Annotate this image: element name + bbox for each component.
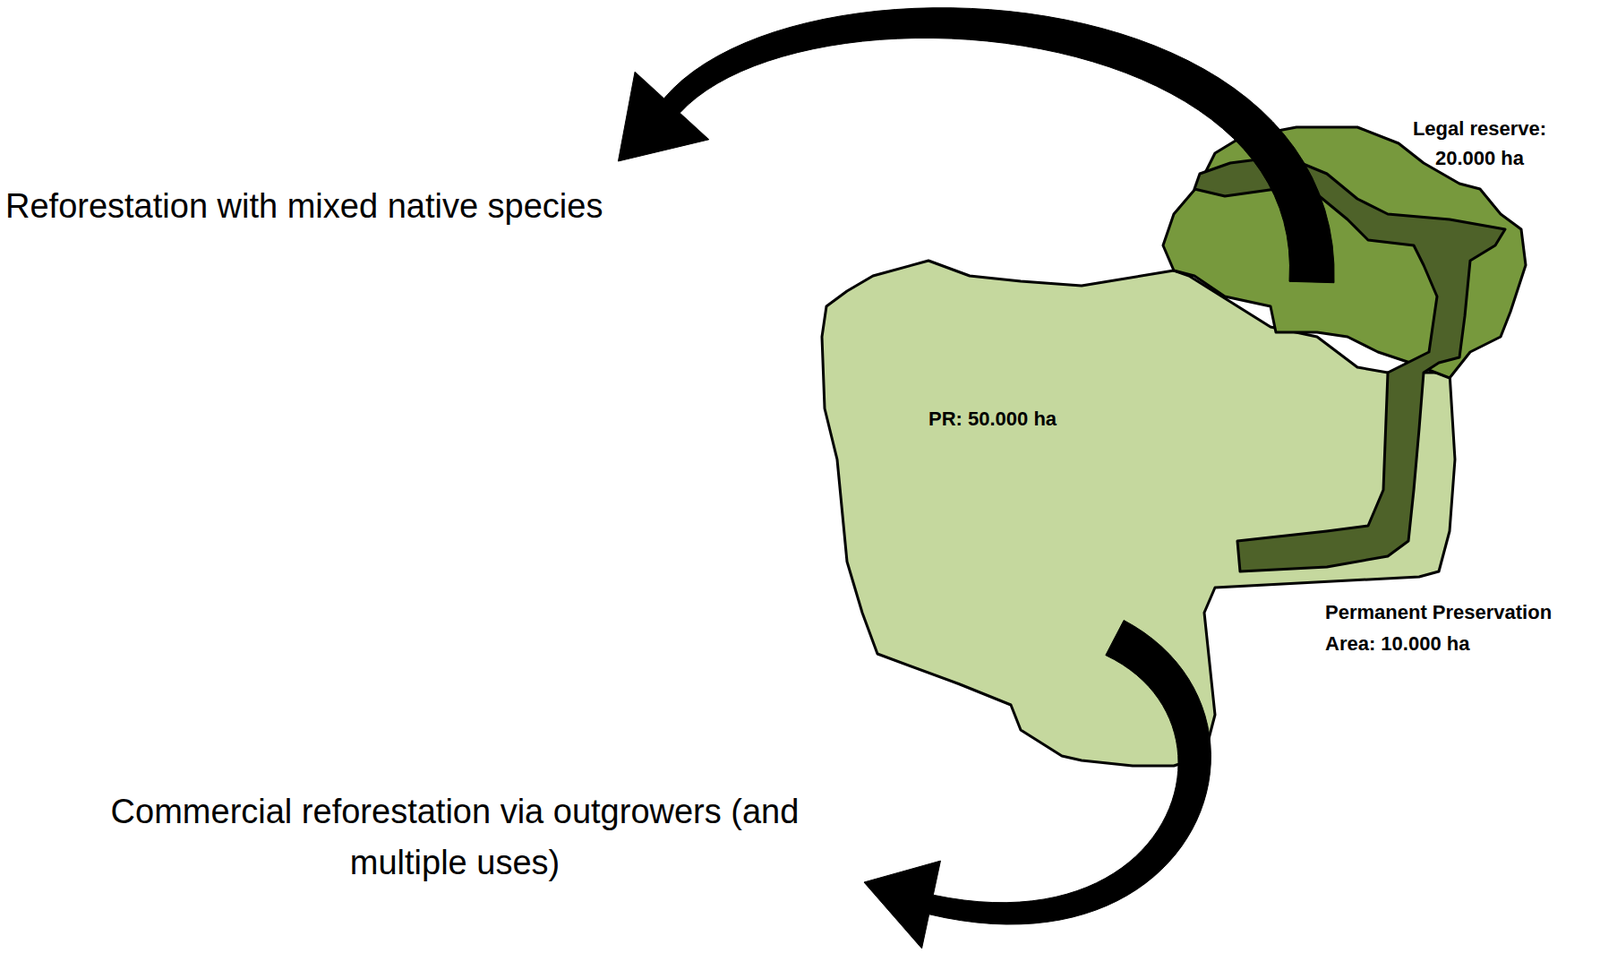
- caption-text: Commercial reforestation via outgrowers …: [101, 786, 809, 889]
- commercial-reforestation-label: Commercial reforestation via outgrowers …: [101, 786, 809, 889]
- native-reforestation-label: Reforestation with mixed native species: [5, 186, 603, 228]
- region-outline: [1160, 105, 1568, 380]
- region-shape: [1194, 158, 1506, 572]
- region-outline: [1190, 155, 1599, 658]
- curved-arrow: [864, 619, 1211, 948]
- area-label: Permanent Preservation Area: 10.000 ha: [1325, 596, 1594, 659]
- area-label: PR: 50.000 ha: [928, 406, 1057, 433]
- legal-reserve-region: Legal reserve: 20.000 ha: [1160, 105, 1568, 380]
- permanent-preservation-region: Permanent Preservation Area: 10.000 ha: [1190, 155, 1599, 658]
- area-label: Legal reserve: 20.000 ha: [1396, 113, 1563, 173]
- caption-text: Reforestation with mixed native species: [5, 186, 603, 228]
- curved-arrow: [617, 8, 1335, 283]
